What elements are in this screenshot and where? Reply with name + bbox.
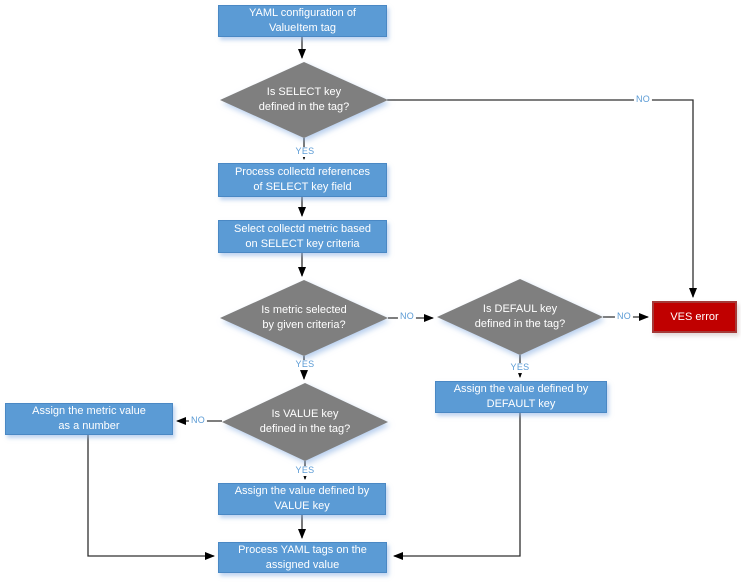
node-assign-value: Assign the value defined by VALUE key — [218, 483, 386, 515]
edge-assignmetric-to-processyaml — [87, 435, 215, 560]
decision-is-default-shape — [437, 279, 603, 355]
edge-label-value-no: NO — [188, 415, 208, 426]
edge-label-select-no: NO — [633, 94, 653, 105]
node-assign-default: Assign the value defined by DEFAULT key — [435, 381, 607, 413]
edge-label-default-yes: YES — [508, 362, 532, 373]
edge-label-metric-no: NO — [397, 311, 417, 322]
node-select-metric: Select collectd metric based on SELECT k… — [218, 220, 387, 253]
decision-is-value-shape — [222, 383, 388, 461]
node-process-yaml: Process YAML tags on the assigned value — [218, 542, 387, 573]
edge-label-select-yes: YES — [293, 146, 317, 157]
node-assign-metric: Assign the metric value as a number — [5, 403, 173, 435]
edge-assigndefault-to-processyaml — [393, 413, 521, 560]
decision-is-metric-selected-shape — [220, 280, 388, 356]
node-ves-error: VES error — [652, 301, 737, 333]
edge-label-metric-yes: YES — [293, 359, 317, 370]
edge-label-value-yes: YES — [293, 465, 317, 476]
node-start: YAML configuration of ValueItem tag — [218, 5, 387, 37]
edge-label-default-no: NO — [614, 311, 634, 322]
decision-is-select-shape — [220, 62, 388, 138]
edge-select-no-to-error — [387, 99, 697, 298]
node-process-references: Process collectd references of SELECT ke… — [218, 163, 387, 197]
